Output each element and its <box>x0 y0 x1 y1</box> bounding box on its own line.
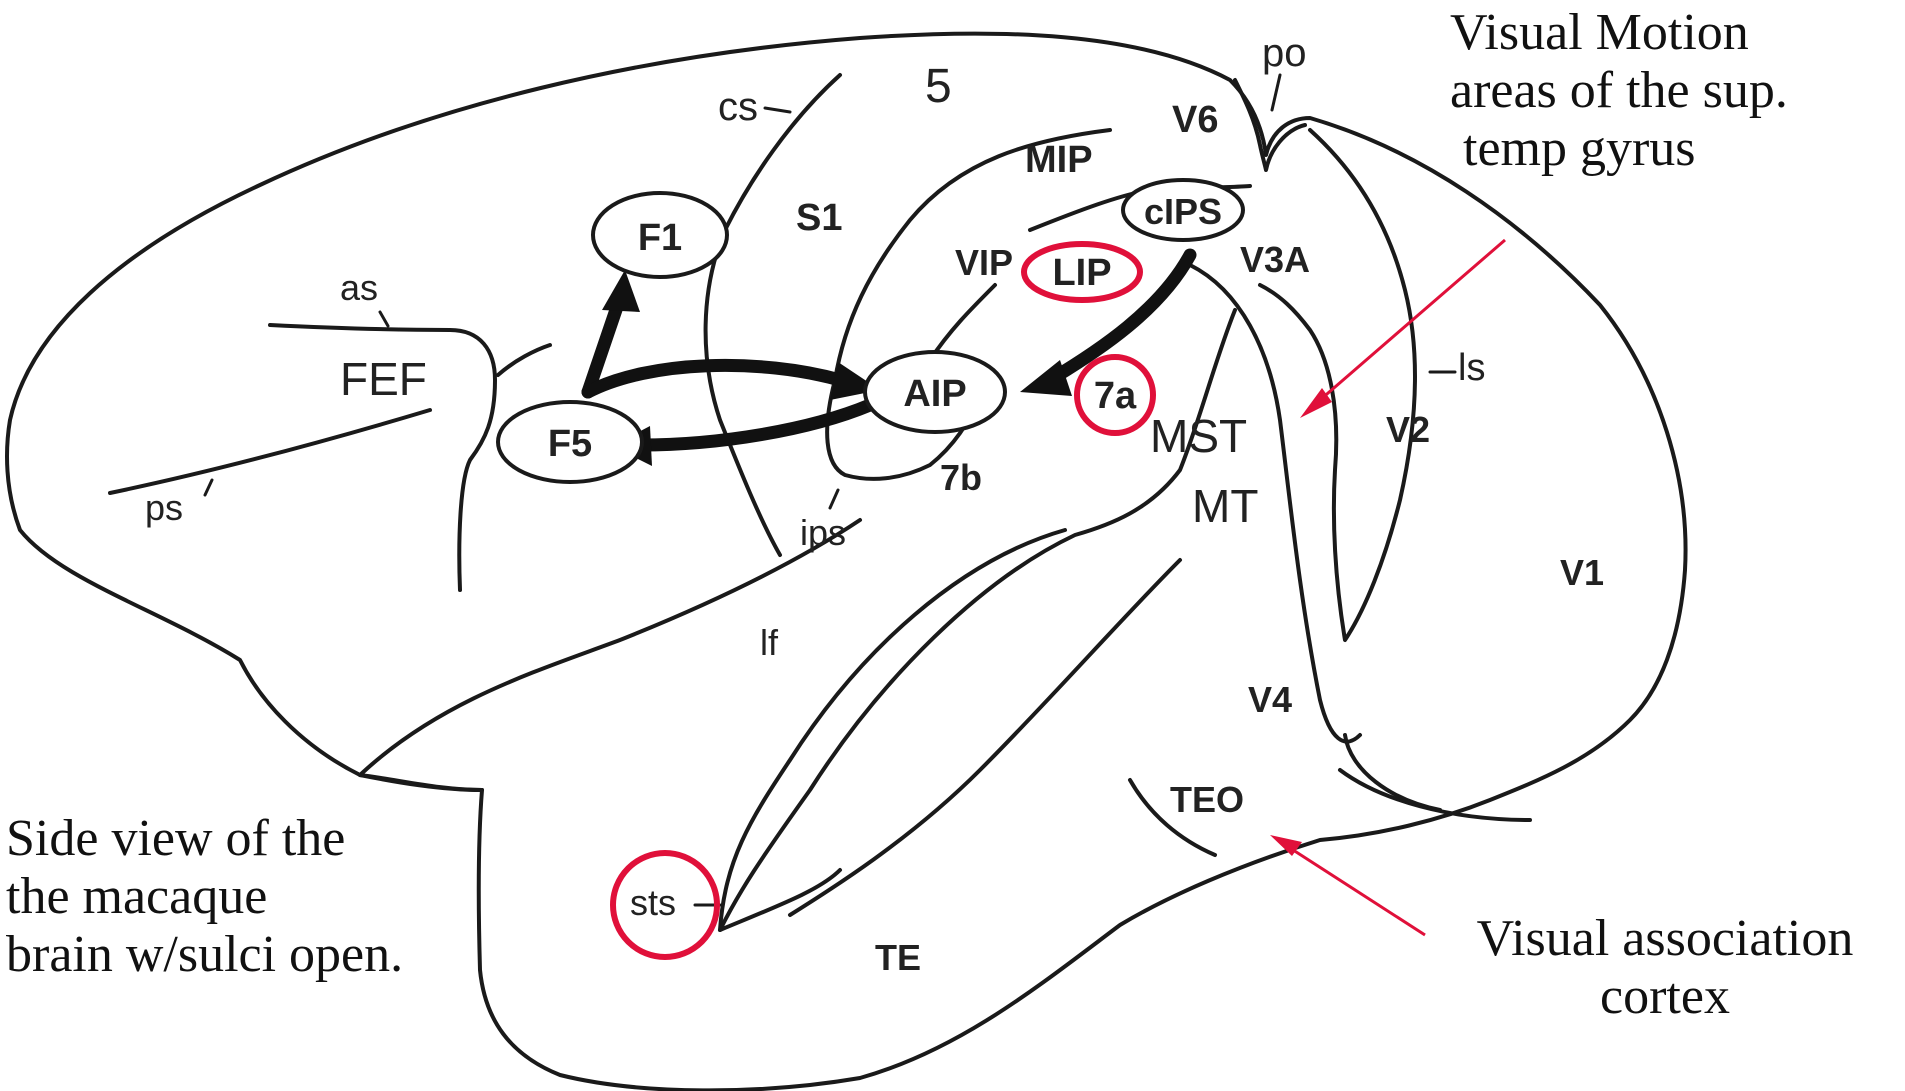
visual-motion-line-2: areas of the sup. <box>1450 62 1788 119</box>
visual-association-line-1: Visual association <box>1476 910 1854 967</box>
temporal-pole-line <box>358 773 484 792</box>
visual-motion-line-1: Visual Motion <box>1450 4 1749 61</box>
visual-association-arrowhead <box>1270 835 1302 856</box>
v3a-boundary <box>1258 128 1417 642</box>
sts-lower <box>788 558 1182 917</box>
label-lip: LIP <box>1052 252 1111 294</box>
visual-motion-arrowhead <box>1300 388 1332 418</box>
aip-to-f5-arrow <box>633 398 877 452</box>
lateral-fissure <box>358 518 862 777</box>
side-view-line-3: brain w/sulci open. <box>6 926 404 983</box>
label-vip: VIP <box>955 242 1013 283</box>
label-ls: ls <box>1458 347 1485 389</box>
side-view-line-1: Side view of the <box>6 810 346 867</box>
visual-association-line-2: cortex <box>1600 968 1730 1025</box>
label-s1: S1 <box>796 197 842 239</box>
label-ps: ps <box>145 487 183 528</box>
node-f5 <box>496 400 644 484</box>
node-aip <box>863 350 1007 434</box>
f5-to-f1-arrow <box>581 291 627 399</box>
label-fef: FEF <box>340 353 427 405</box>
side-view-callout: Side view of the the macaque brain w/sul… <box>6 810 403 984</box>
label-lf: lf <box>760 622 779 663</box>
label-mst: MST <box>1150 410 1247 462</box>
label-v6: V6 <box>1172 99 1218 141</box>
visual-association-callout: Visual association cortex <box>1430 910 1900 1026</box>
label-te: TE <box>875 937 921 978</box>
principal-sulcus <box>108 408 432 495</box>
label-sts: sts <box>630 882 676 923</box>
highlight-lip <box>1021 241 1143 303</box>
highlight-7a <box>1074 354 1156 436</box>
side-view-line-2: the macaque <box>6 868 268 925</box>
label-area-5: 5 <box>925 60 952 113</box>
f5-to-f1-arrowhead <box>602 270 640 312</box>
label-cips: cIPS <box>1144 191 1222 232</box>
ips-inner-vip <box>928 283 997 362</box>
visual-motion-line-3: temp gyrus <box>1450 120 1696 177</box>
ps-tick <box>203 478 214 497</box>
sts-fundus <box>718 528 1067 932</box>
central-sulcus <box>703 73 842 557</box>
label-7a: 7a <box>1094 375 1137 417</box>
label-po: po <box>1262 31 1307 75</box>
label-v4: V4 <box>1248 679 1292 720</box>
node-f1 <box>591 191 729 279</box>
label-as: as <box>340 267 378 308</box>
label-v1: V1 <box>1560 552 1604 593</box>
visual-motion-callout: Visual Motion areas of the sup. temp gyr… <box>1450 4 1788 178</box>
cs-tick <box>763 106 792 114</box>
label-aip: AIP <box>903 373 966 415</box>
highlight-sts <box>610 850 720 960</box>
teo-sulcus <box>1128 778 1217 857</box>
parieto-occipital-sulcus <box>1233 78 1307 172</box>
node-cips <box>1121 178 1245 242</box>
label-7b: 7b <box>940 457 982 498</box>
lunate-lower <box>1338 768 1532 822</box>
as-tick <box>378 310 390 328</box>
label-teo: TEO <box>1170 779 1244 820</box>
label-ips: ips <box>800 512 846 553</box>
visual-association-arrow-line <box>1289 846 1426 937</box>
visual-motion-arrow-line <box>1319 238 1506 402</box>
label-cs: cs <box>718 85 758 129</box>
label-mip: MIP <box>1025 139 1093 181</box>
po-tick <box>1270 73 1282 112</box>
label-v3a: V3A <box>1240 239 1310 280</box>
label-f5: F5 <box>548 423 592 465</box>
arcuate-sulcus <box>268 323 497 592</box>
ips-tick <box>828 488 840 510</box>
sts-upper <box>1188 263 1362 744</box>
label-v2: V2 <box>1386 409 1430 450</box>
cips-to-aip-arrow <box>1043 248 1197 387</box>
cips-to-aip-arrowhead <box>1020 360 1072 396</box>
arcuate-spur <box>496 343 552 377</box>
f5-to-aip-arrow <box>581 358 847 399</box>
label-f1: F1 <box>638 217 682 259</box>
label-mt: MT <box>1192 480 1258 532</box>
